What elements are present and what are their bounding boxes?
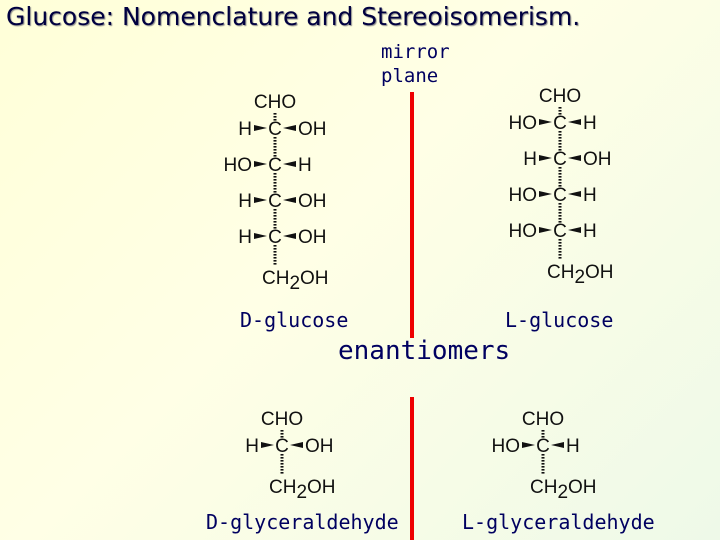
caption-l-glyceraldehyde: L-glyceraldehyde: [462, 510, 655, 534]
left-substituent-label: H: [245, 436, 259, 457]
right-wedge-bond: [568, 191, 581, 197]
left-substituent-label: HO: [509, 113, 538, 134]
left-substituent-label: HO: [509, 221, 538, 242]
left-substituent-label: HO: [492, 436, 521, 457]
right-wedge-bond: [283, 161, 296, 167]
right-substituent-label: OH: [305, 436, 334, 457]
top-group-label: CHO: [254, 92, 296, 113]
bottom-group-label: CH2OH: [269, 477, 336, 503]
left-wedge-bond: [539, 191, 552, 197]
right-substituent-label: H: [566, 436, 580, 457]
left-wedge-bond: [522, 442, 535, 448]
bottom-group-label: CH2OH: [262, 268, 329, 294]
vertical-bond-hashed: [558, 203, 562, 223]
caption-l-glucose: L-glucose: [505, 308, 614, 332]
mirror-plane-line-lower: [410, 397, 414, 540]
carbon-label: C: [275, 436, 289, 457]
left-wedge-bond: [539, 227, 552, 233]
left-wedge-bond: [539, 155, 552, 161]
vertical-bond-hashed: [273, 113, 277, 121]
vertical-bond-hashed: [280, 430, 284, 438]
left-wedge-bond: [254, 233, 267, 239]
vertical-bond-hashed: [558, 167, 562, 187]
left-substituent-label: H: [238, 227, 252, 248]
left-substituent-label: HO: [509, 185, 538, 206]
fischer-d-glyceraldehyde: CHO CH OH CH2OH: [245, 409, 335, 503]
caption-d-glucose: D-glucose: [240, 308, 349, 332]
left-substituent-label: H: [238, 191, 252, 212]
right-wedge-bond: [568, 119, 581, 125]
right-wedge-bond: [568, 227, 581, 233]
carbon-label: C: [268, 191, 282, 212]
right-wedge-bond: [283, 197, 296, 203]
right-wedge-bond: [568, 155, 581, 161]
left-substituent-label: H: [523, 149, 537, 170]
right-substituent-label: H: [583, 113, 597, 134]
left-wedge-bond: [254, 125, 267, 131]
slide-title: Glucose: Nomenclature and Stereoisomeris…: [6, 2, 581, 31]
left-wedge-bond: [254, 197, 267, 203]
right-substituent-label: OH: [298, 227, 327, 248]
right-substituent-label: H: [583, 185, 597, 206]
carbon-label: C: [553, 221, 567, 242]
vertical-bond-hashed: [541, 430, 545, 438]
vertical-bond-hashed: [558, 239, 562, 259]
vertical-bond-hashed: [273, 209, 277, 229]
right-wedge-bond: [283, 233, 296, 239]
mirror-label-line-1: mirror: [381, 41, 450, 63]
enantiomers-label: enantiomers: [338, 336, 511, 366]
carbon-label: C: [536, 436, 550, 457]
vertical-bond-hashed: [558, 107, 562, 115]
top-group-label: CHO: [522, 409, 564, 430]
carbon-label: C: [553, 185, 567, 206]
mirror-plane-label: mirror plane: [381, 40, 461, 88]
vertical-bond-hashed: [273, 173, 277, 193]
top-group-label: CHO: [539, 86, 581, 107]
top-group-label: CHO: [261, 409, 303, 430]
bottom-group-label: CH2OH: [547, 262, 614, 288]
caption-d-glyceraldehyde: D-glyceraldehyde: [206, 510, 399, 534]
left-substituent-label: HO: [224, 155, 253, 176]
mirror-plane-line-upper: [410, 92, 414, 338]
right-substituent-label: OH: [298, 119, 327, 140]
carbon-label: C: [268, 155, 282, 176]
left-wedge-bond: [254, 161, 267, 167]
right-substituent-label: H: [298, 155, 312, 176]
right-substituent-label: H: [583, 221, 597, 242]
right-wedge-bond: [290, 442, 303, 448]
carbon-label: C: [268, 119, 282, 140]
left-substituent-label: H: [238, 119, 252, 140]
right-substituent-label: OH: [583, 149, 612, 170]
vertical-bond-hashed: [273, 245, 277, 265]
vertical-bond-hashed: [558, 131, 562, 151]
vertical-bond-hashed: [280, 454, 284, 474]
right-wedge-bond: [551, 442, 564, 448]
mirror-label-line-2: plane: [381, 65, 439, 87]
left-wedge-bond: [539, 119, 552, 125]
bottom-group-label: CH2OH: [530, 477, 597, 503]
vertical-bond-hashed: [273, 137, 277, 157]
carbon-label: C: [553, 113, 567, 134]
carbon-label: C: [553, 149, 567, 170]
right-wedge-bond: [283, 125, 296, 131]
vertical-bond-hashed: [541, 454, 545, 474]
carbon-label: C: [268, 227, 282, 248]
left-wedge-bond: [261, 442, 274, 448]
right-substituent-label: OH: [298, 191, 327, 212]
